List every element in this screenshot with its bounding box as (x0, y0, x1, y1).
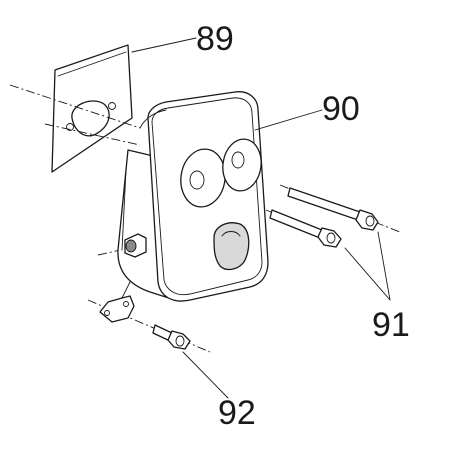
bolt-lower (269, 209, 342, 248)
callout-91: 91 (372, 306, 410, 344)
callout-90: 90 (322, 90, 360, 128)
bolt-bracket (152, 324, 191, 350)
leader-lines (131, 37, 391, 399)
callout-89: 89 (196, 20, 234, 58)
muffler-body (99, 91, 269, 323)
gasket-plate (51, 44, 133, 173)
bolt-upper (287, 187, 379, 231)
callout-92: 92 (218, 394, 256, 432)
